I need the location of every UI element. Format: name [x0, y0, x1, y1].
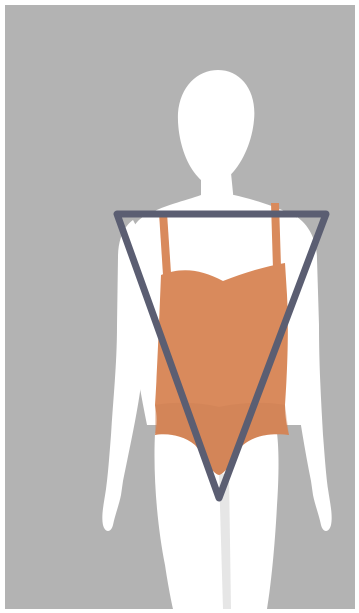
body-shape-illustration — [5, 5, 355, 609]
illustration-panel — [5, 5, 355, 609]
